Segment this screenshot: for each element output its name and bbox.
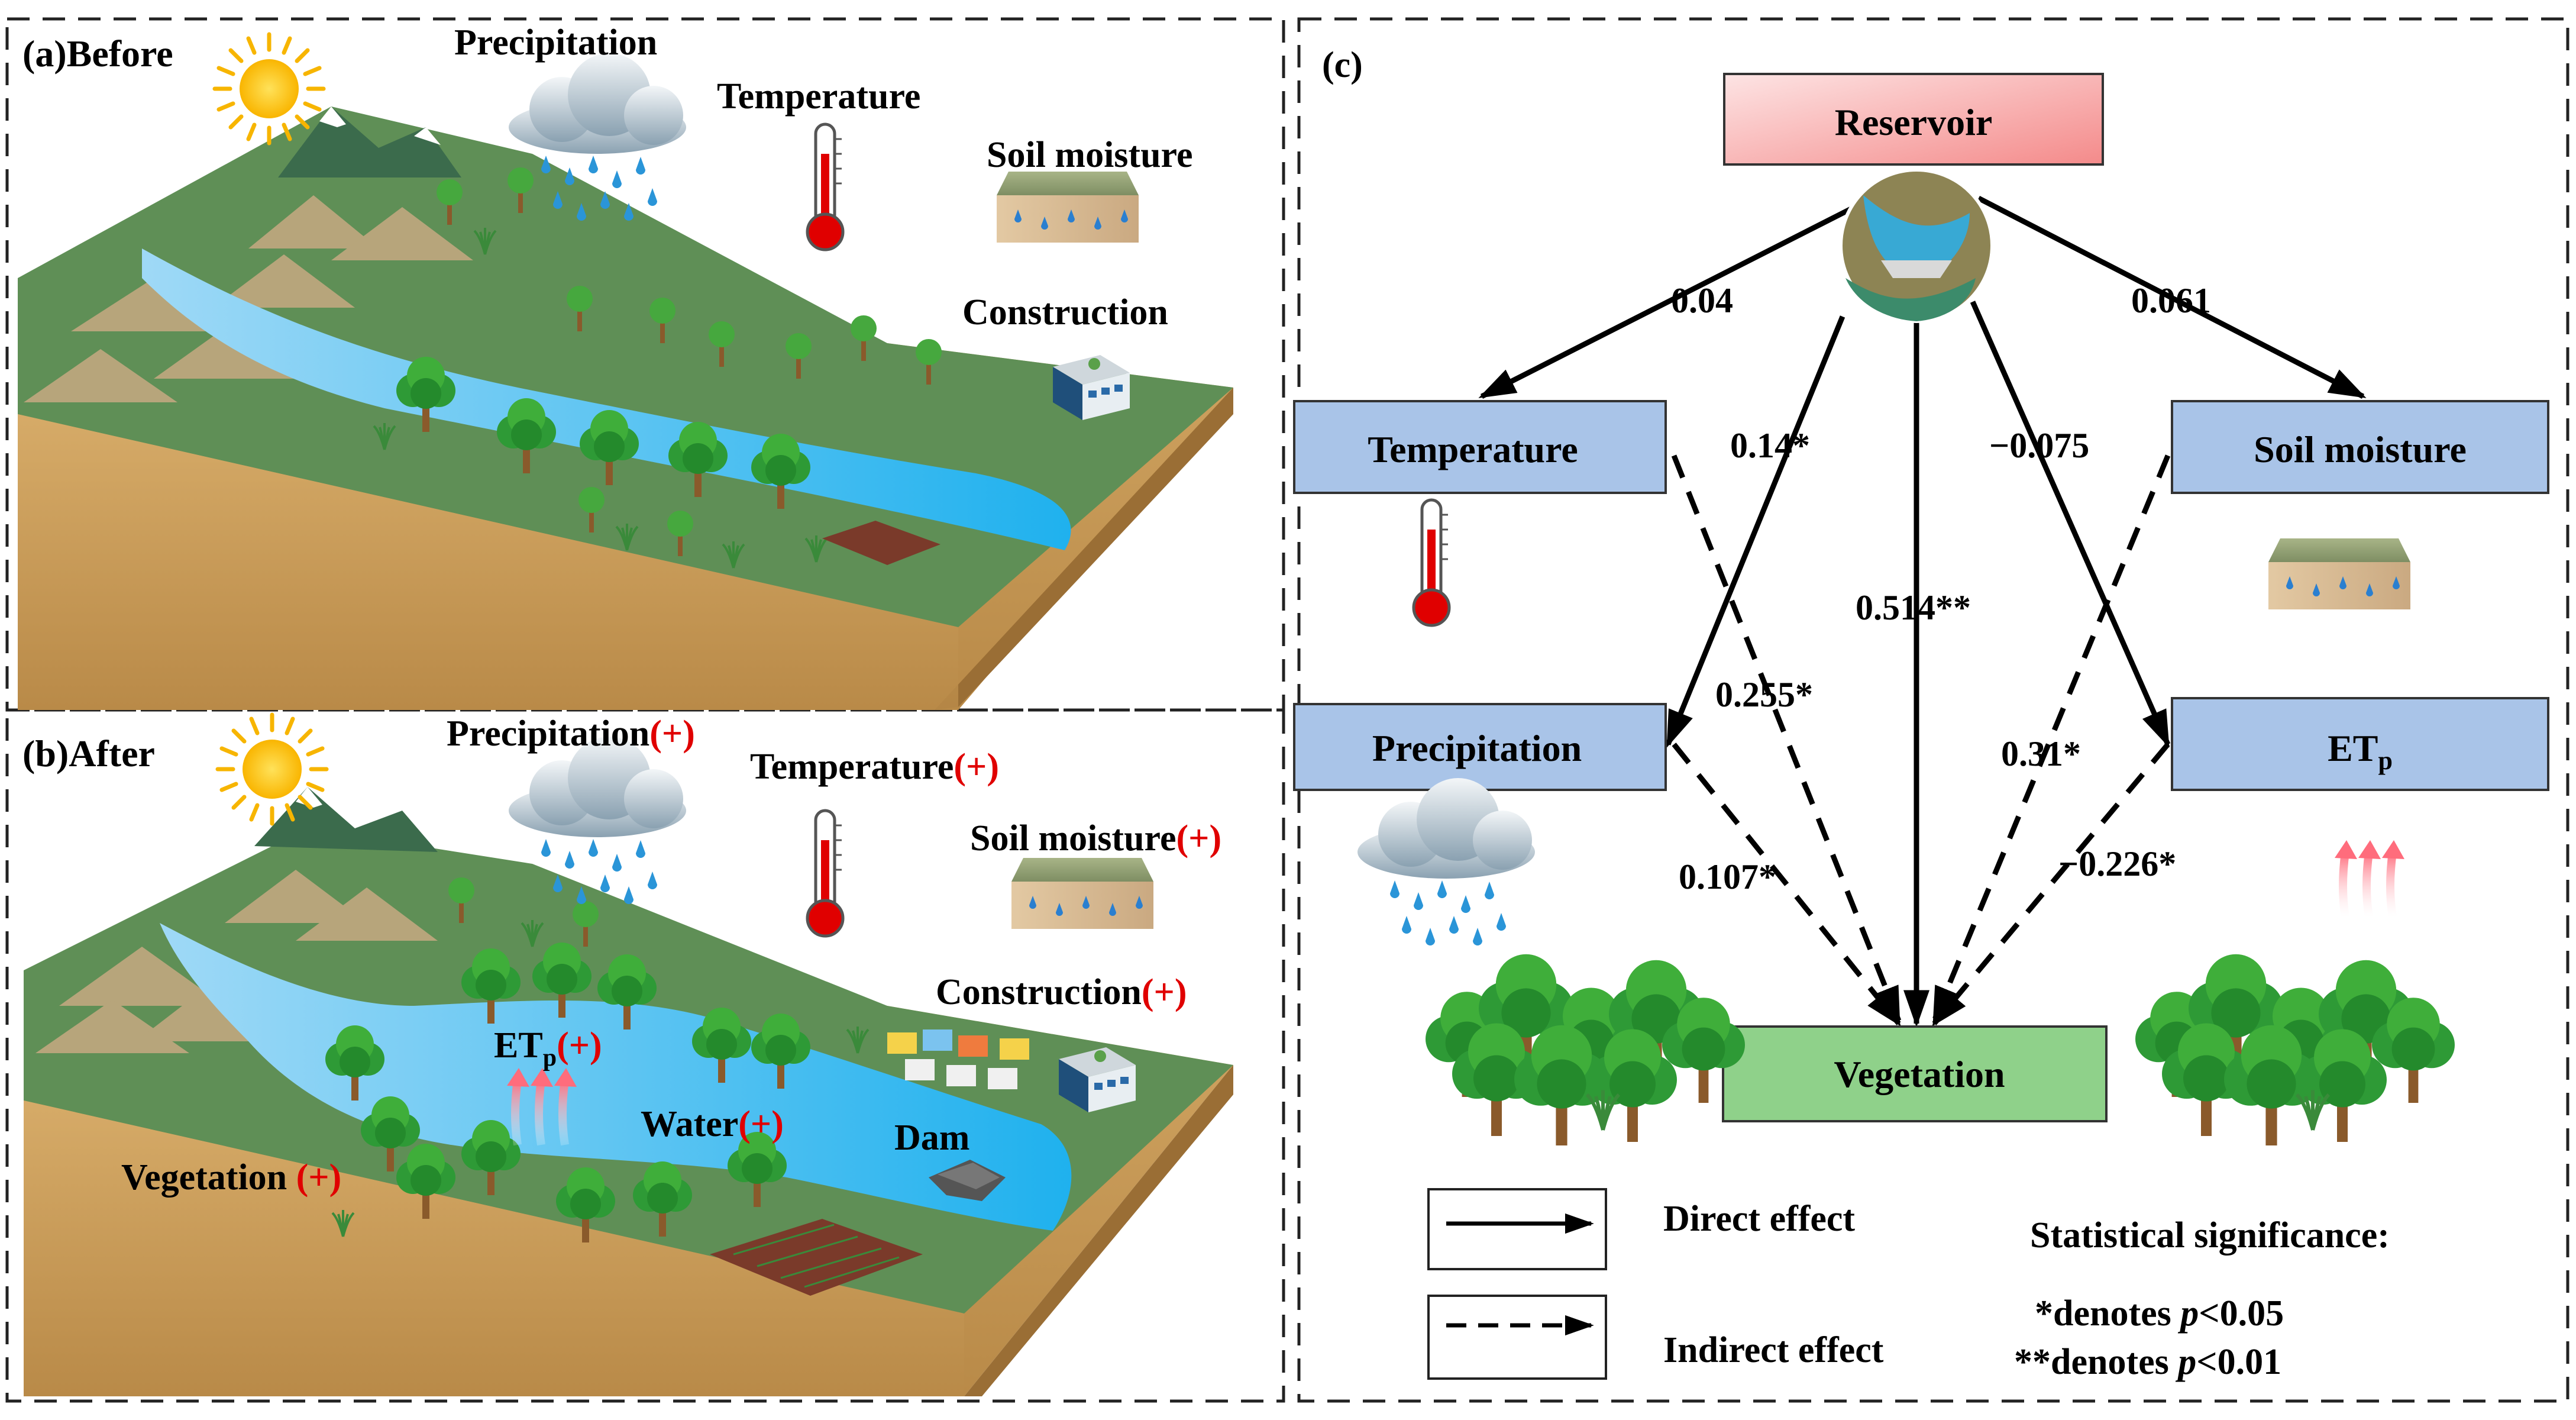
legend-indirect-label: Indirect effect [1663,1330,1884,1370]
edge-temperature-vegetation [1671,454,1902,1024]
legend-direct-label: Direct effect [1663,1199,1855,1239]
edge-reservoir-soil-moisture [1977,195,2367,399]
panel-c-label: (c) [1322,45,1363,85]
coef-reservoir-soil-moisture: 0.061 [2131,281,2211,320]
coef-reservoir-etp: −0.075 [1989,426,2089,465]
soil-moisture-icon-c [2268,538,2410,609]
landscape-before [18,106,1233,710]
node-etp-label: ETp [2328,727,2393,775]
label-soil-moisture-b: Soil moisture(+) [970,818,1221,859]
etp-arrows-icon-c [2335,840,2404,917]
label-construction-b: Construction(+) [936,972,1187,1012]
label-vegetation-b: Vegetation (+) [121,1157,341,1198]
coef-precipitation-vegetation: 0.107* [1679,857,1776,896]
sun-icon-b [218,715,327,824]
label-water-b: Water(+) [641,1104,784,1144]
edges [1478,195,2367,1028]
label-etp-b: ETp(+) [494,1025,602,1072]
coef-reservoir-precipitation: 0.14* [1730,426,1810,465]
river-before [142,248,1071,550]
label-temperature-b: Temperature(+) [750,747,999,787]
panel-a-label: (a)Before [22,33,173,75]
mountain-icon [278,106,461,178]
edge-reservoir-etp [1970,301,2171,748]
label-precipitation-b: Precipitation(+) [447,714,695,754]
panel-b-border [5,708,1285,1403]
landscape-after [24,787,1233,1396]
coef-temperature-vegetation: 0.255* [1715,675,1813,714]
edge-reservoir-precipitation [1665,315,1845,748]
node-precipitation [1293,703,1667,791]
label-soil-moisture-a: Soil moisture [987,135,1192,175]
panel-a: (a)Before Precipitation Temperature Soil… [18,22,1233,710]
legend-indirect-box [1427,1295,1607,1380]
forest-icon-left [1426,954,1745,1145]
cloud-rain-icon-c [1358,778,1535,945]
edge-etp-vegetation [1931,743,2170,1027]
sun-icon [215,34,324,143]
legend-significance-title: Statistical significance: [2030,1215,2390,1256]
label-temperature-a: Temperature [717,76,920,117]
edge-soil-moisture-vegetation [1931,454,2171,1024]
reservoir-water [160,923,1072,1231]
panel-c: (c) Reservoir Temperature [1293,45,2549,1382]
farmland-icon-b [710,1219,923,1296]
town-icon [887,1030,1029,1089]
panel-b-label: (b)After [22,732,155,774]
panel-c-border [1297,17,2569,1403]
node-etp [2171,697,2549,791]
soil-moisture-icon-b [1011,858,1153,929]
panel-b: (b)After Precipitation(+) Temperature(+)… [22,714,1233,1396]
coef-soil-moisture-vegetation: 0.31* [2001,734,2081,773]
node-temperature [1293,400,1667,494]
forest-icon-right [2135,954,2455,1145]
coef-etp-vegetation: −0.226* [2058,844,2176,883]
legend-direct-box [1427,1188,1607,1270]
coef-reservoir-temperature: 0.04 [1671,281,1733,320]
thermometer-icon-b [807,811,843,936]
node-temperature-label: Temperature [1368,428,1578,470]
node-soil-moisture-label: Soil moisture [2254,428,2467,470]
legend-significance-1: *denotes p<0.05 [2035,1293,2284,1334]
farmland-icon [822,521,940,565]
node-precipitation-label: Precipitation [1372,727,1582,769]
node-vegetation-label: Vegetation [1834,1053,2005,1095]
label-dam-b: Dam [894,1118,969,1158]
edge-precipitation-vegetation [1672,743,1901,1027]
node-reservoir [1723,73,2104,166]
legend-significance-2: **denotes p<0.01 [2014,1342,2281,1382]
reservoir-photo-icon [1839,168,1994,323]
coef-reservoir-vegetation: 0.514** [1856,588,1971,627]
soil-moisture-icon [997,172,1139,243]
thermometer-icon [807,124,843,250]
node-vegetation [1722,1025,2108,1122]
label-construction-a: Construction [962,292,1168,333]
thermometer-icon-c [1414,500,1449,625]
edge-reservoir-temperature [1478,201,1862,399]
node-reservoir-label: Reservoir [1835,101,1993,143]
label-precipitation-a: Precipitation [454,22,657,63]
node-soil-moisture [2171,400,2549,494]
